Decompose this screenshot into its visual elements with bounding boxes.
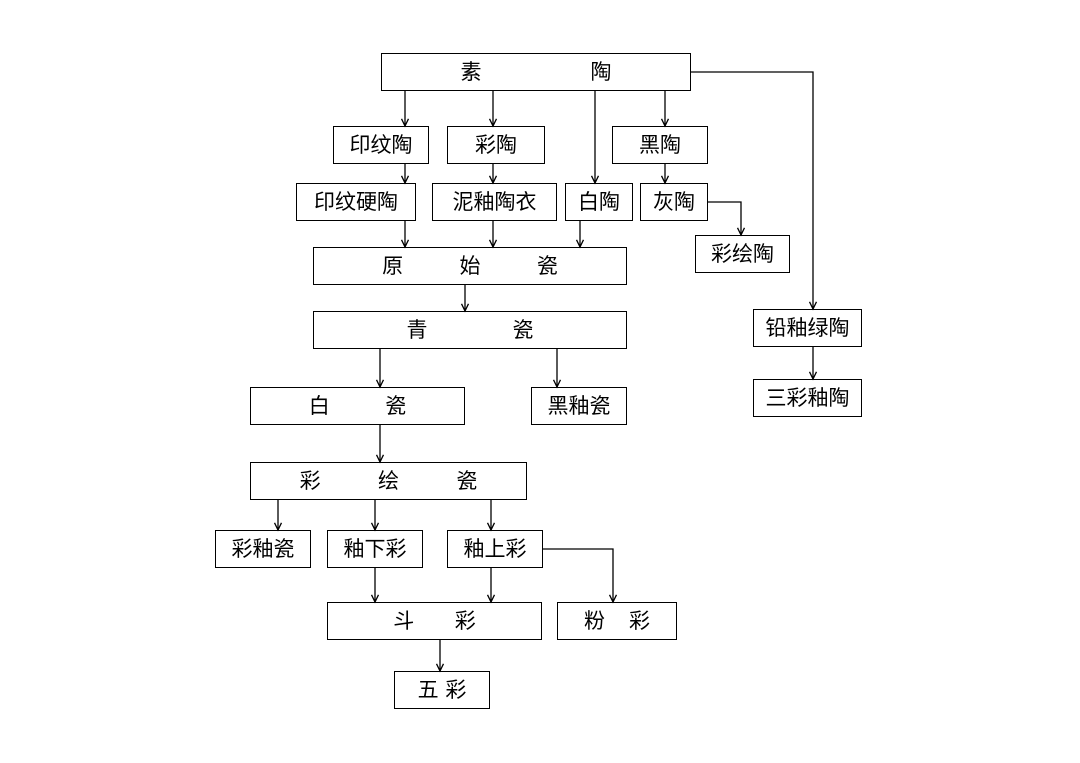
node-niyoutaoyi: 泥釉陶衣 (432, 183, 557, 221)
node-fencai: 粉 彩 (557, 602, 677, 640)
arrowhead-icon (488, 239, 498, 249)
node-sutao-char-1: 素 (460, 59, 482, 84)
edge-qianyoulutao-to-sancaiyoutao (808, 347, 818, 381)
node-yinwenyingtao: 印纹硬陶 (296, 183, 416, 221)
arrowhead-icon (660, 118, 670, 128)
edge-sutao-to-baitao (590, 91, 600, 185)
edge-yuanshici-to-qingci (460, 285, 470, 313)
node-yuanshici-char-1: 原 (382, 253, 404, 278)
node-sutao: 素 陶 (381, 53, 691, 91)
node-baitao: 白陶 (565, 183, 633, 221)
arrowhead-icon (375, 379, 385, 389)
edge-sutao-to-yinwentao (400, 91, 410, 128)
node-caiyouci: 彩釉瓷 (215, 530, 311, 568)
edge-caihuici-to-youxiacai (370, 500, 380, 532)
arrowhead-icon (808, 301, 818, 311)
node-yuanshici-char-3: 瓷 (536, 253, 558, 278)
node-fencai-char-2: 彩 (629, 608, 650, 633)
arrowhead-icon (375, 454, 385, 464)
edge-qingci-to-baici (375, 349, 385, 389)
node-caihuici: 彩 绘 瓷 (250, 462, 527, 500)
node-caihuitao: 彩绘陶 (695, 235, 790, 273)
node-sutao-char-2: 陶 (590, 59, 612, 84)
node-yinwentao: 印纹陶 (333, 126, 429, 164)
node-qianyoulutao: 铅釉绿陶 (753, 309, 862, 347)
node-qingci: 青 瓷 (313, 311, 627, 349)
edge-doucai-to-wucai (435, 640, 445, 673)
arrowhead-icon (808, 371, 818, 381)
arrowhead-icon (488, 118, 498, 128)
arrowhead-icon (736, 227, 746, 237)
arrowhead-icon (435, 663, 445, 673)
node-fencai-char-1: 粉 (584, 608, 605, 633)
node-huitao: 灰陶 (640, 183, 708, 221)
node-sancaiyoutao: 三彩釉陶 (753, 379, 862, 417)
arrowhead-icon (400, 118, 410, 128)
node-heiyouci: 黑釉瓷 (531, 387, 627, 425)
edge-yinwenyingtao-to-yuanshici (400, 221, 410, 249)
arrowhead-icon (460, 303, 470, 313)
arrowhead-icon (486, 594, 496, 604)
arrowhead-icon (488, 175, 498, 185)
node-doucai: 斗 彩 (327, 602, 542, 640)
node-heitao: 黑陶 (612, 126, 708, 164)
arrowhead-icon (370, 522, 380, 532)
arrowhead-icon (400, 175, 410, 185)
node-doucai-char-1: 斗 (393, 608, 415, 633)
edge-youxiacai-to-doucai (370, 568, 380, 604)
arrowhead-icon (552, 379, 562, 389)
edge-baitao-to-yuanshici (575, 221, 585, 249)
arrowhead-icon (608, 594, 618, 604)
node-caihuici-char-1: 彩 (299, 468, 321, 493)
edge-yinwentao-to-yinwenyingtao (400, 164, 410, 185)
edge-caihuici-to-youshangcai (486, 500, 496, 532)
edge-caihuici-to-caiyouci (273, 500, 283, 532)
edge-niyoutaoyi-to-yuanshici (488, 221, 498, 249)
node-youxiacai: 釉下彩 (327, 530, 423, 568)
arrowhead-icon (575, 239, 585, 249)
edge-youshangcai-to-fencai (543, 548, 618, 604)
arrowhead-icon (590, 175, 600, 185)
edge-heitao-to-huitao (660, 164, 670, 185)
node-baici-char-2: 瓷 (385, 393, 407, 418)
node-yuanshici: 原 始 瓷 (313, 247, 627, 285)
edge-youshangcai-to-doucai (486, 568, 496, 604)
edge-sutao-to-qianyoulutao (691, 71, 818, 311)
arrowhead-icon (400, 239, 410, 249)
node-baici-char-1: 白 (308, 393, 330, 418)
node-youshangcai: 釉上彩 (447, 530, 543, 568)
node-qingci-char-2: 瓷 (512, 317, 534, 342)
node-caihuici-char-2: 绘 (377, 468, 399, 493)
edge-huitao-to-caihuitao (708, 201, 746, 237)
node-yuanshici-char-2: 始 (459, 253, 481, 278)
edge-qingci-to-heiyouci (552, 349, 562, 389)
edge-caitao-to-niyoutaoyi (488, 164, 498, 185)
node-caitao: 彩陶 (447, 126, 545, 164)
node-qingci-char-1: 青 (406, 317, 428, 342)
arrowhead-icon (486, 522, 496, 532)
arrowhead-icon (273, 522, 283, 532)
edge-sutao-to-heitao (660, 91, 670, 128)
node-wucai: 五 彩 (394, 671, 490, 709)
node-caihuici-char-3: 瓷 (456, 468, 478, 493)
node-doucai-char-2: 彩 (454, 608, 476, 633)
arrowhead-icon (660, 175, 670, 185)
edge-sutao-to-caitao (488, 91, 498, 128)
node-baici: 白 瓷 (250, 387, 465, 425)
arrowhead-icon (370, 594, 380, 604)
edge-baici-to-caihuici (375, 425, 385, 464)
